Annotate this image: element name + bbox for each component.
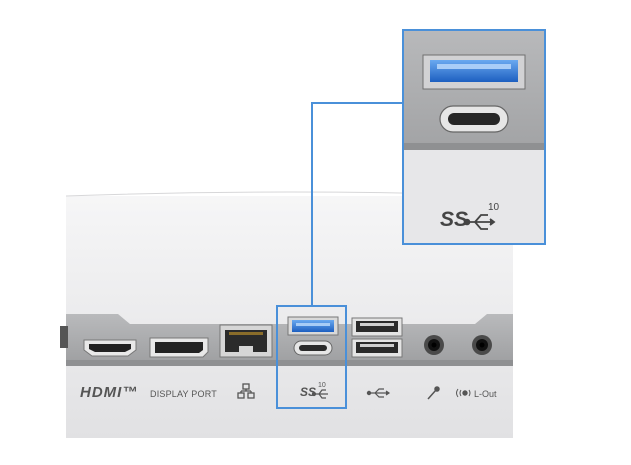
line-out-label: L-Out <box>474 389 497 399</box>
microphone-icon <box>427 386 440 400</box>
usb-superspeed-icon <box>311 389 328 399</box>
mic-jack[interactable] <box>424 335 444 355</box>
display-port-label: DISPLAY PORT <box>150 389 217 399</box>
line-out-jack[interactable] <box>472 335 492 355</box>
network-icon <box>237 383 255 399</box>
ethernet-port[interactable] <box>219 324 273 358</box>
zoom-callout <box>402 29 546 245</box>
usb3-port[interactable] <box>287 316 339 336</box>
callout-leader-line <box>311 102 403 306</box>
zoom-superspeed-label: SS <box>440 208 469 231</box>
hdmi-label: HDMI™ <box>80 384 139 401</box>
usb-icon <box>366 388 391 398</box>
zoom-usb3-port <box>422 54 526 90</box>
usb-a-ports[interactable] <box>351 317 403 358</box>
zoom-usb-symbol-icon <box>463 214 496 230</box>
superspeed-label: SS <box>300 385 317 399</box>
headphone-icon <box>456 388 471 398</box>
displayport-port[interactable] <box>149 337 209 358</box>
zoom-superspeed-gen-label: 10 <box>488 202 500 213</box>
hdmi-port[interactable] <box>83 339 137 357</box>
zoom-usbc-port <box>439 105 509 133</box>
superspeed-gen-label: 10 <box>318 382 326 389</box>
usbc-port[interactable] <box>293 340 333 356</box>
